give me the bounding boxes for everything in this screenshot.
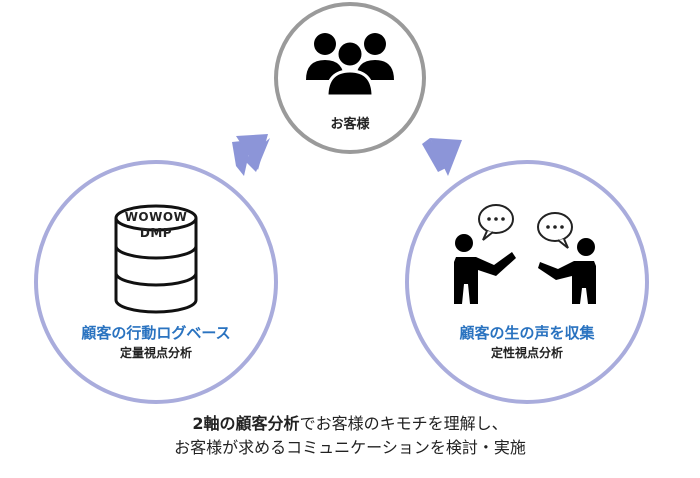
caption-line1-rest: でお客様のキモチを理解し、 [299,414,508,433]
customer-label: お客様 [330,117,370,132]
person-icon [454,234,516,304]
quantitative-analysis-label: 定量視点分析 [119,346,192,360]
database-label-line1: WOWOW [124,210,188,224]
arrow-right-up [422,138,462,176]
caption-line2: お客様が求めるコミュニケーションを検討・実施 [174,438,526,457]
database-label-line2: DMP [139,226,173,240]
speech-bubble-icon [478,204,514,241]
voice-collection-title: 顧客の生の声を収集 [459,324,595,342]
caption-line1: 2軸の顧客分析でお客様のキモチを理解し、 [0,410,700,434]
qualitative-analysis-label: 定性視点分析 [490,346,563,360]
behavior-log-circle [34,160,278,404]
customer-circle [274,2,426,154]
speech-bubble-icon [537,212,573,249]
person-icon [538,238,596,304]
arrow-left-up [232,134,270,176]
behavior-log-title: 顧客の行動ログベース [81,324,231,342]
database-icon [114,204,198,314]
conversation-icon [454,204,596,304]
caption-emphasis: 2軸の顧客分析 [192,414,300,433]
people-group-icon [306,33,394,98]
voice-circle [405,160,649,404]
